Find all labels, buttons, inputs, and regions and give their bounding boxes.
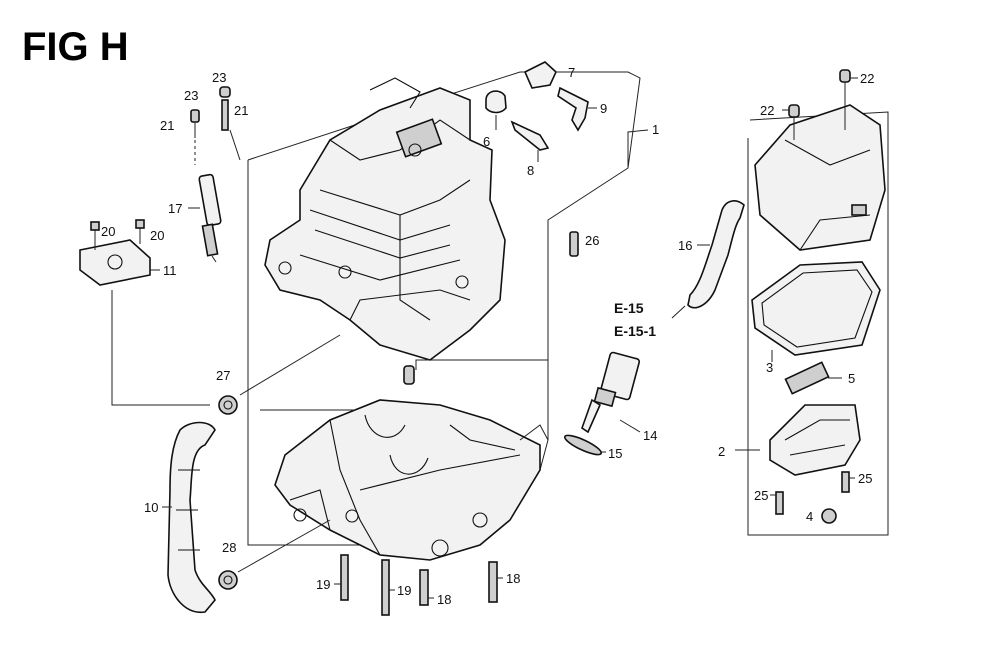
- callout-19b: 19: [397, 583, 411, 598]
- callout-15: 15: [608, 446, 622, 461]
- clamp-27: [218, 395, 238, 415]
- callout-22b: 22: [760, 103, 774, 118]
- gasket-3: [751, 261, 881, 356]
- callout-2: 2: [718, 444, 725, 459]
- callout-21a: 21: [160, 118, 174, 133]
- callout-21b: 21: [234, 103, 248, 118]
- callout-27: 27: [216, 368, 230, 383]
- callout-16: 16: [678, 238, 692, 253]
- callout-10: 10: [144, 500, 158, 515]
- pin-26: [569, 231, 579, 257]
- callout-17: 17: [168, 201, 182, 216]
- callout-14: 14: [643, 428, 657, 443]
- nut-4: [821, 508, 837, 524]
- callout-22a: 22: [860, 71, 874, 86]
- callout-4: 4: [806, 509, 813, 524]
- breather-case-2: [769, 404, 861, 476]
- callout-23a: 23: [184, 88, 198, 103]
- crankcase: [274, 399, 541, 561]
- clamp-28: [218, 570, 238, 590]
- callout-25a: 25: [754, 488, 768, 503]
- insulator-11: [79, 219, 160, 286]
- callout-20a: 20: [101, 224, 115, 239]
- callout-8: 8: [527, 163, 534, 178]
- leader-hose-path: [111, 290, 210, 406]
- callout-18a: 18: [506, 571, 520, 586]
- leader-27: [239, 334, 341, 396]
- leader-15: [519, 424, 549, 441]
- figure-title: FIG H: [22, 25, 129, 69]
- bolts-21-23: [190, 86, 231, 138]
- hose-16: [687, 200, 745, 309]
- rocker-parts: [485, 61, 589, 151]
- callout-26: 26: [585, 233, 599, 248]
- callout-5: 5: [848, 371, 855, 386]
- callout-19a: 19: [316, 577, 330, 592]
- callout-18b: 18: [437, 592, 451, 607]
- callout-28: 28: [222, 540, 236, 555]
- callout-9: 9: [600, 101, 607, 116]
- breather-hose-10: [167, 421, 216, 613]
- oil-level-switch-14: [581, 351, 641, 434]
- callout-11: 11: [163, 263, 177, 278]
- head-cover: [754, 104, 886, 251]
- bolts-22: [788, 69, 851, 140]
- callout-3: 3: [766, 360, 773, 375]
- gasket-15: [563, 434, 603, 456]
- bolts-25: [775, 471, 850, 515]
- pin-part: [403, 365, 415, 385]
- spark-plug: [198, 173, 222, 263]
- callout-labels: 1 2 3 4 5 6 7 8 9 10 11 14 15 16 17 18 1…: [101, 65, 874, 607]
- cylinder-block: [264, 77, 506, 361]
- reference-e15: E-15: [614, 300, 644, 316]
- callout-25b: 25: [858, 471, 872, 486]
- callout-7: 7: [568, 65, 575, 80]
- filter-5: [784, 361, 830, 395]
- callout-6: 6: [483, 134, 490, 149]
- callout-20b: 20: [150, 228, 164, 243]
- bolts-18-19: [340, 554, 498, 616]
- callout-23b: 23: [212, 70, 226, 85]
- reference-e15-1: E-15-1: [614, 323, 656, 339]
- callout-1: 1: [652, 122, 659, 137]
